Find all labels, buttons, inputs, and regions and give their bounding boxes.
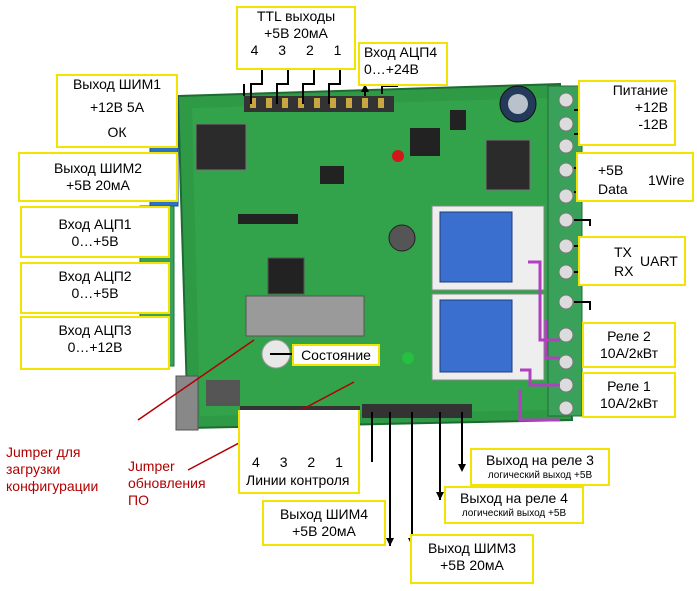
label-ttl-outputs: TTL выходы +5В 20мА 4 3 2 1 <box>236 6 356 70</box>
power-plus12: +12В <box>634 99 668 115</box>
label-relay2: Реле 2 10А/2кВт <box>582 322 676 368</box>
relay2-title: Реле 2 <box>607 328 651 344</box>
ttl-title: TTL выходы <box>256 8 336 24</box>
onewire-plus5: +5В <box>598 162 624 178</box>
pwm1-spec: +12В 5А <box>89 99 145 115</box>
adc3-title: Вход АЦП3 <box>58 322 132 338</box>
onewire-data: Data <box>598 181 628 197</box>
jumper-config-text: Jumper для загрузки конфигурации <box>6 444 99 494</box>
label-jumper-config: Jumper для загрузки конфигурации <box>6 444 116 495</box>
adc2-spec: 0…+5В <box>71 285 119 301</box>
label-uart: TX RX UART <box>578 236 686 286</box>
ttl-number-3: 3 <box>278 42 287 58</box>
relay3-title: Выход на реле 3 <box>486 452 594 468</box>
label-pwm3: Выход ШИМ3 +5В 20мА <box>410 534 534 584</box>
control-number-2: 2 <box>307 454 316 470</box>
pwm4-spec: +5В 20мА <box>292 523 356 539</box>
jumper-firmware-text: Jumper обновления ПО <box>128 458 206 508</box>
adc1-title: Вход АЦП1 <box>58 216 132 232</box>
control-number-3: 3 <box>279 454 288 470</box>
label-relay1: Реле 1 10А/2кВт <box>582 372 676 418</box>
pwm4-title: Выход ШИМ4 <box>279 506 369 522</box>
uart-rx: RX <box>614 263 634 279</box>
relay2-spec: 10А/2кВт <box>600 345 658 361</box>
control-number-1: 1 <box>335 454 343 470</box>
power-minus12: -12В <box>638 116 668 132</box>
ttl-numbers: 4 3 2 1 <box>238 42 354 59</box>
adc1-spec: 0…+5В <box>71 233 119 249</box>
label-pwm2: Выход ШИМ2 +5В 20мА <box>18 152 178 202</box>
power-title: Питание <box>612 82 668 98</box>
label-power: Питание +12В -12В <box>578 80 676 146</box>
uart-tx: TX <box>614 244 632 260</box>
state-text: Состояние <box>301 347 371 363</box>
pwm1-title: Выход ШИМ1 <box>72 76 162 92</box>
relay1-title: Реле 1 <box>607 378 651 394</box>
pwm1-extra: ОК <box>107 124 127 140</box>
ttl-spec: +5В 20мА <box>264 25 328 41</box>
uart-name: UART <box>640 253 678 269</box>
label-state: Состояние <box>292 344 380 366</box>
adc2-title: Вход АЦП2 <box>58 268 132 284</box>
label-adc4: Вход АЦП4 0…+24В <box>358 42 448 86</box>
label-pwm4: Выход ШИМ4 +5В 20мА <box>262 500 386 546</box>
control-numbers: 4 3 2 1 <box>252 454 343 471</box>
pwm2-spec: +5В 20мА <box>66 177 130 193</box>
label-relay4-output: Выход на реле 4 логический выход +5В <box>444 486 584 524</box>
label-relay3-output: Выход на реле 3 логический выход +5В <box>470 448 610 486</box>
ttl-number-1: 1 <box>333 42 342 58</box>
label-control-lines: 4 3 2 1 Линии контроля <box>238 410 360 494</box>
pwm3-title: Выход ШИМ3 <box>427 540 517 556</box>
label-adc3: Вход АЦП3 0…+12В <box>20 316 170 370</box>
relay1-spec: 10А/2кВт <box>600 395 658 411</box>
control-title: Линии контроля <box>246 472 350 488</box>
label-jumper-firmware: Jumper обновления ПО <box>128 458 228 509</box>
label-onewire: +5В Data 1Wire <box>576 152 694 202</box>
pwm2-title: Выход ШИМ2 <box>53 160 143 176</box>
pwm3-spec: +5В 20мА <box>440 557 504 573</box>
label-adc2: Вход АЦП2 0…+5В <box>20 262 170 314</box>
label-pwm1: Выход ШИМ1 +12В 5А ОК <box>56 74 178 148</box>
label-adc1: Вход АЦП1 0…+5В <box>20 206 170 258</box>
control-number-4: 4 <box>252 454 260 470</box>
ttl-number-2: 2 <box>305 42 314 58</box>
relay4-title: Выход на реле 4 <box>460 490 568 506</box>
onewire-name: 1Wire <box>648 172 685 188</box>
ttl-number-4: 4 <box>250 42 259 58</box>
relay3-sub: логический выход +5В <box>487 470 593 481</box>
relay4-sub: логический выход +5В <box>461 508 567 519</box>
adc4-title: Вход АЦП4 <box>364 44 438 60</box>
adc4-spec: 0…+24В <box>364 61 419 77</box>
adc3-spec: 0…+12В <box>67 339 123 355</box>
